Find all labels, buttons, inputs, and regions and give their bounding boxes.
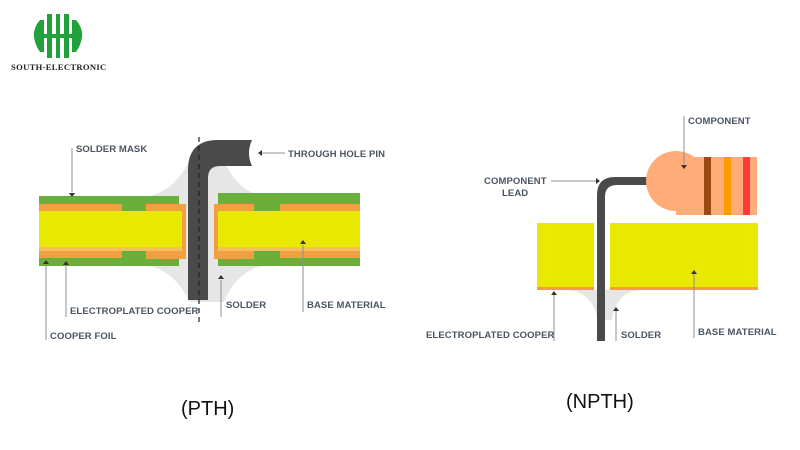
npth-base-material-right bbox=[610, 223, 758, 287]
arrow-icon bbox=[551, 291, 557, 295]
component-resistor bbox=[646, 151, 757, 215]
arrow-icon bbox=[613, 307, 619, 311]
arrow-icon bbox=[691, 270, 697, 274]
label-electroplated-copper: ELECTROPLATED COOPER bbox=[426, 330, 555, 341]
label-solder: SOLDER bbox=[226, 300, 266, 311]
arrow-icon bbox=[43, 260, 49, 264]
pth-copper-foil-bottom-right bbox=[280, 251, 360, 258]
arrow-icon bbox=[300, 240, 306, 244]
label-base-material: BASE MATERIAL bbox=[698, 327, 777, 338]
pth-copper-foil-top-right bbox=[280, 204, 360, 211]
npth-caption: (NPTH) bbox=[566, 391, 634, 413]
label-component-lead-line1: COMPONENT bbox=[484, 176, 547, 187]
pth-base-material-right bbox=[218, 211, 360, 251]
pth-copper-foil-bottom-left bbox=[39, 251, 122, 258]
resistor-band-3 bbox=[743, 157, 750, 215]
label-solder: SOLDER bbox=[621, 330, 661, 341]
arrow-icon bbox=[69, 193, 75, 197]
label-through-hole-pin: THROUGH HOLE PIN bbox=[288, 149, 385, 160]
logo: SOUTH-ELECTRONIC bbox=[11, 14, 107, 72]
label-base-material: BASE MATERIAL bbox=[307, 300, 386, 311]
component-lead bbox=[597, 177, 648, 341]
npth-diagram: COMPONENT COMPONENT LEAD ELECTROPLATED C… bbox=[426, 116, 777, 413]
npth-base-material-left bbox=[537, 223, 594, 287]
npth-copper-layer-left bbox=[537, 287, 594, 290]
arrow-icon bbox=[218, 275, 224, 279]
label-solder-mask: SOLDER MASK bbox=[76, 144, 147, 155]
pth-diagram: SOLDER MASK THROUGH HOLE PIN COOPER FOIL… bbox=[39, 137, 386, 420]
arrow-icon bbox=[258, 150, 262, 156]
resistor-band-2 bbox=[724, 157, 731, 215]
resistor-band-1 bbox=[704, 157, 711, 215]
pth-base-material-left bbox=[39, 211, 182, 251]
label-electroplated-copper: ELECTROPLATED COOPER bbox=[70, 306, 199, 317]
npth-copper-layer-right bbox=[610, 287, 758, 290]
arrow-icon bbox=[63, 261, 69, 265]
pth-copper-highlight bbox=[218, 247, 360, 251]
arrow-icon bbox=[681, 165, 687, 169]
logo-mark-icon bbox=[33, 14, 83, 58]
pth-copper-foil-top-left bbox=[39, 204, 122, 211]
pth-copper-highlight bbox=[39, 247, 182, 251]
label-component: COMPONENT bbox=[688, 116, 751, 127]
label-copper-foil: COOPER FOIL bbox=[50, 331, 117, 342]
pth-caption: (PTH) bbox=[181, 398, 234, 420]
arrow-icon bbox=[596, 178, 600, 184]
through-hole-pin bbox=[188, 140, 252, 300]
logo-text: SOUTH-ELECTRONIC bbox=[11, 62, 107, 72]
label-component-lead-line2: LEAD bbox=[502, 188, 528, 199]
